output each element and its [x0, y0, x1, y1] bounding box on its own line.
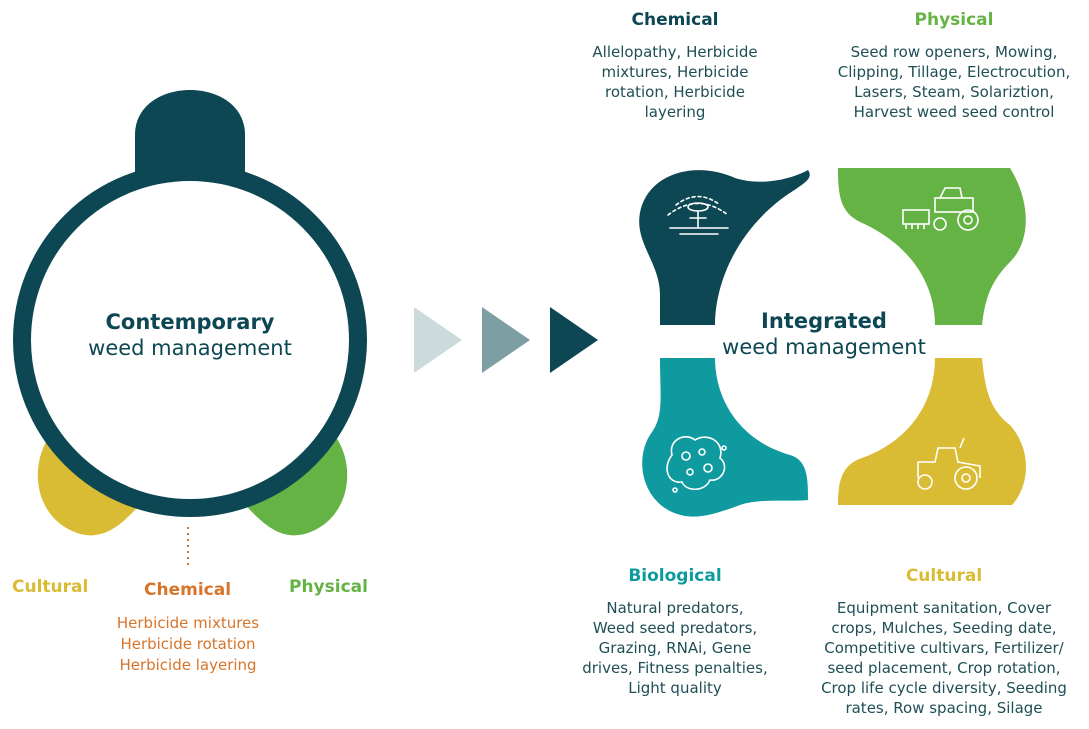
cultural-line: Competitive cultivars, Fertilizer/: [824, 639, 1064, 657]
tractor-icon: [917, 437, 981, 490]
contemporary-chemical-list: Herbicide mixtures Herbicide rotation He…: [98, 613, 278, 676]
arrow-mid: [482, 307, 530, 373]
biological-title: Biological: [628, 566, 722, 586]
chemical-line: mixtures, Herbicide: [601, 63, 749, 81]
biological-line: Grazing, RNAi, Gene: [598, 639, 752, 657]
physical-line: Harvest weed seed control: [853, 103, 1055, 121]
chemical-block: Chemical Allelopathy, Herbicide mixtures…: [570, 10, 780, 122]
cultural-block: Cultural Equipment sanitation, Cover cro…: [800, 566, 1088, 718]
cultural-line: rates, Row spacing, Silage: [845, 699, 1043, 717]
chemical-title: Chemical: [631, 10, 719, 30]
physical-line: Lasers, Steam, Solariztion,: [854, 83, 1054, 101]
chemical-item: Herbicide rotation: [120, 635, 256, 653]
physical-title: Physical: [914, 10, 994, 30]
biological-line: Weed seed predators,: [592, 619, 758, 637]
chemical-item: Herbicide layering: [119, 656, 257, 674]
physical-line: Seed row openers, Mowing,: [850, 43, 1058, 61]
chemical-line: layering: [644, 103, 706, 121]
contemporary-cultural-label: Cultural: [12, 577, 89, 597]
sprinkler-icon: [667, 195, 729, 235]
integrated-chemical-shape: [639, 170, 810, 325]
physical-line: Clipping, Tillage, Electrocution,: [837, 63, 1071, 81]
contemporary-title: Contemporary: [105, 310, 275, 334]
cultural-title: Cultural: [905, 566, 983, 586]
contemporary-subtitle: weed management: [88, 336, 292, 360]
contemporary-label: Contemporary weed management: [80, 310, 300, 360]
chemical-item: Herbicide mixtures: [116, 614, 260, 632]
physical-block: Physical Seed row openers, Mowing, Clipp…: [820, 10, 1088, 122]
contemporary-chemical-lobe: [135, 90, 245, 175]
cultural-line: Equipment sanitation, Cover: [836, 599, 1052, 617]
contemporary-chemical-label: Chemical: [144, 580, 232, 600]
arrow-dark: [550, 307, 598, 373]
chemical-line: rotation, Herbicide: [605, 83, 745, 101]
arrow-light: [414, 307, 462, 373]
biological-line: drives, Fitness penalties,: [582, 659, 768, 677]
biological-block: Biological Natural predators, Weed seed …: [568, 566, 782, 698]
integrated-label: Integrated weed management: [708, 309, 940, 359]
chemical-line: Allelopathy, Herbicide: [592, 43, 758, 61]
integrated-subtitle: weed management: [722, 335, 926, 359]
cultural-line: Crop life cycle diversity, Seeding: [821, 679, 1067, 697]
biological-line: Natural predators,: [606, 599, 744, 617]
cultural-line: seed placement, Crop rotation,: [827, 659, 1061, 677]
contemporary-ring: [13, 163, 367, 517]
integrated-physical-shape: [838, 168, 1026, 325]
contemporary-physical-label: Physical: [289, 577, 368, 597]
cultural-line: crops, Mulches, Seeding date,: [831, 619, 1057, 637]
integrated-cultural-shape: [838, 358, 1026, 505]
integrated-title: Integrated: [761, 309, 887, 333]
tractor-tiller-icon: [902, 187, 979, 231]
microbe-icon: [666, 436, 727, 493]
integrated-biological-shape: [642, 358, 808, 517]
biological-line: Light quality: [628, 679, 722, 697]
